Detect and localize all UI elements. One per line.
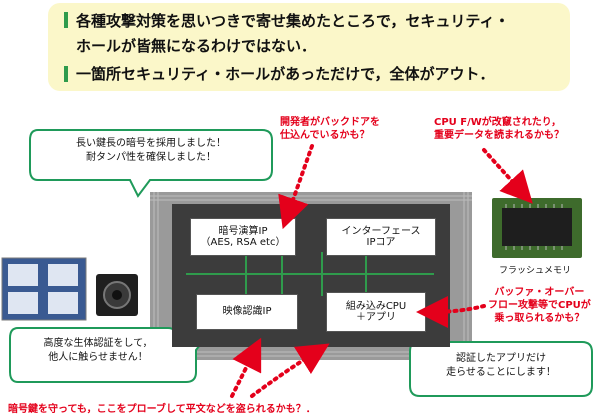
threat-firmware-line-2: 重要データを読まれるかも？ bbox=[434, 130, 564, 141]
callout-bubble-crypto-key bbox=[29, 129, 273, 198]
callout-app-auth-text: 認証したアプリだけ 走らせることにします！ bbox=[420, 352, 582, 379]
camera-lens-center bbox=[112, 290, 122, 300]
headline-panel bbox=[48, 3, 570, 91]
arrow-buffer-overflow bbox=[416, 295, 486, 328]
block-embedded-cpu-subtitle: ＋アプリ bbox=[356, 312, 396, 323]
threat-firmware: CPU F/Wが改竄されたり， 重要データを読まれるかも？ bbox=[434, 116, 564, 142]
block-interface-ip-title: インターフェース bbox=[341, 225, 421, 237]
block-embedded-cpu: 組み込みCPU ＋アプリ bbox=[326, 292, 426, 332]
threat-backdoor-line-2: 仕込んでいるかも？ bbox=[280, 130, 370, 141]
threat-firmware-line-1: CPU F/Wが改竄されたり， bbox=[434, 117, 562, 128]
headline-line-1: 各種攻撃対策を思いつきで寄せ集めたところで，セキュリティ・ bbox=[76, 12, 510, 30]
block-video-recognition-ip: 映像認識IP bbox=[196, 294, 298, 330]
bullet-marker bbox=[64, 12, 68, 28]
bullet-marker bbox=[64, 66, 68, 82]
sensor-pad bbox=[8, 264, 38, 286]
headline-line-2: ホールが皆無になるわけではない． bbox=[76, 37, 317, 55]
arrow-probe-left bbox=[230, 337, 262, 398]
threat-overflow-line-3: 乗っ取られるかも？ bbox=[494, 313, 585, 324]
arrow-firmware bbox=[482, 148, 533, 204]
threat-overflow-line-2: フロー攻撃等でCPUが bbox=[488, 300, 591, 311]
threat-overflow-line-1: バッファ・オーバー bbox=[494, 287, 585, 298]
callout-biometric-text: 高度な生体認証をして， 他人に触らせません！ bbox=[20, 337, 176, 364]
block-embedded-cpu-title: 組み込みCPU bbox=[345, 300, 407, 312]
threat-backdoor: 開発者がバックドアを 仕込んでいるかも？ bbox=[280, 116, 380, 142]
arrow-probe-right bbox=[250, 343, 330, 398]
flash-memory-chip bbox=[502, 208, 572, 246]
callout-crypto-key-line-2: 耐タンパ性を確保しました！ bbox=[86, 151, 216, 163]
threat-backdoor-line-1: 開発者がバックドアを bbox=[280, 117, 380, 128]
block-crypto-ip-subtitle: （AES, RSA etc） bbox=[200, 237, 286, 248]
sensor-pad bbox=[48, 292, 78, 314]
callout-app-auth-line-1: 認証したアプリだけ bbox=[456, 353, 546, 364]
block-interface-ip: インターフェース IPコア bbox=[326, 218, 436, 256]
callout-biometric-line-2: 他人に触らせません！ bbox=[48, 351, 148, 363]
block-interface-ip-subtitle: IPコア bbox=[366, 237, 396, 248]
block-video-recognition-ip-title: 映像認識IP bbox=[222, 306, 272, 318]
block-crypto-ip: 暗号演算IP （AES, RSA etc） bbox=[190, 218, 296, 256]
callout-app-auth-line-2: 走らせることにします！ bbox=[446, 366, 556, 378]
callout-bubble-app-auth bbox=[409, 328, 593, 397]
sensor-pad bbox=[8, 292, 38, 314]
threat-probe: 暗号鍵を守っても，ここをプローブして平文などを盗られるかも？． bbox=[8, 404, 316, 415]
sensor-pad bbox=[48, 264, 78, 286]
callout-crypto-key-line-1: 長い鍵長の暗号を採用しました！ bbox=[76, 138, 226, 149]
callout-crypto-key-text: 長い鍵長の暗号を採用しました！ 耐タンパ性を確保しました！ bbox=[40, 137, 262, 164]
flash-chip-pins bbox=[505, 204, 563, 250]
flash-memory-label: フラッシュメモリ bbox=[499, 266, 572, 276]
block-crypto-ip-title: 暗号演算IP bbox=[218, 225, 268, 237]
threat-buffer-overflow: バッファ・オーバー フロー攻撃等でCPUが 乗っ取られるかも？ bbox=[488, 286, 591, 325]
soc-bus-lines bbox=[186, 252, 434, 296]
headline-line-3: 一箇所セキュリティ・ホールがあっただけで，全体がアウト． bbox=[76, 65, 495, 83]
arrow-backdoor bbox=[278, 144, 314, 230]
callout-biometric-line-1: 高度な生体認証をして， bbox=[43, 338, 153, 349]
